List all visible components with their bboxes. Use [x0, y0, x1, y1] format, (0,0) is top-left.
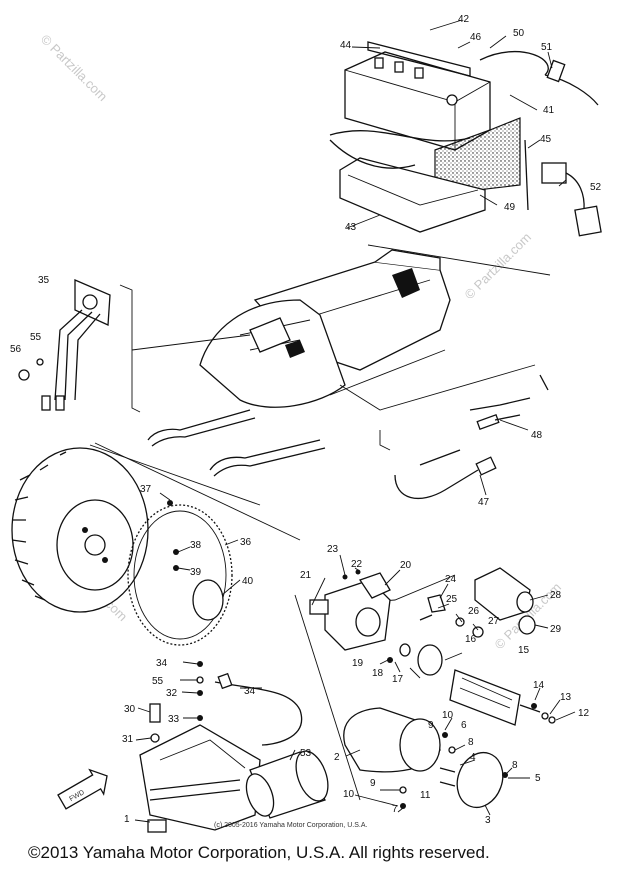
part-number: 33: [168, 714, 180, 725]
part-number: 4: [470, 752, 476, 763]
part-number: 47: [478, 497, 490, 508]
snowmobile-body: [147, 244, 551, 477]
part-number: 34: [156, 658, 168, 669]
part-number: 53: [300, 748, 312, 759]
part-number: 43: [345, 222, 357, 233]
part-number: 2: [334, 752, 340, 763]
part-number: 6: [461, 720, 467, 731]
part-number: 9: [428, 720, 434, 731]
part-number: 32: [166, 688, 178, 699]
starter-exploded: [294, 554, 576, 816]
part-number: 34: [244, 686, 256, 697]
part-number: 10: [442, 710, 454, 721]
flywheel-assembly: [11, 442, 301, 646]
part-number: 55: [30, 332, 42, 343]
inner-copyright: (c) 2005-2016 Yamaha Motor Corporation, …: [214, 822, 367, 829]
part-number: 46: [470, 32, 482, 43]
part-number: 41: [543, 105, 555, 116]
part-number: 14: [533, 680, 545, 691]
part-number: 7: [392, 804, 398, 815]
part-number: 11: [420, 790, 431, 801]
part-number: 44: [340, 40, 352, 51]
part-number: 5: [535, 773, 541, 784]
watermark: © Partzilla.com: [462, 230, 535, 303]
part-number: 29: [550, 624, 562, 635]
part-number: 50: [513, 28, 525, 39]
part-number: 48: [531, 430, 543, 441]
part-number: 35: [38, 275, 50, 286]
forward-arrow-icon: FWD: [57, 768, 108, 810]
part-number: 31: [122, 734, 134, 745]
copyright-footer: ©2013 Yamaha Motor Corporation, U.S.A. A…: [28, 843, 490, 862]
part-number: 42: [458, 14, 470, 25]
part-number: 8: [512, 760, 518, 771]
ignition-switch-group: [18, 279, 251, 413]
starter-motor: [134, 661, 329, 833]
watermark: © Partzilla.com: [38, 32, 111, 105]
part-number: 12: [578, 708, 590, 719]
part-number: 36: [240, 537, 252, 548]
part-number: 13: [560, 692, 572, 703]
part-number: 56: [10, 344, 22, 355]
part-number: 16: [465, 634, 477, 645]
part-number: 24: [445, 574, 457, 585]
part-number: 3: [485, 815, 491, 826]
sensor-group: [339, 364, 549, 499]
part-number: 18: [372, 668, 384, 679]
part-number: 15: [518, 645, 530, 656]
part-number: 21: [300, 570, 312, 581]
part-number: 28: [550, 590, 562, 601]
part-number: 45: [540, 134, 552, 145]
part-number: 26: [468, 606, 480, 617]
part-number: 1: [124, 814, 130, 825]
part-number: 38: [190, 540, 202, 551]
part-number: 8: [468, 737, 474, 748]
part-number: 39: [190, 567, 202, 578]
part-number: 23: [327, 544, 339, 555]
battery-assembly: [329, 19, 602, 237]
part-number: 30: [124, 704, 136, 715]
part-number: 19: [352, 658, 364, 669]
part-number: 49: [504, 202, 516, 213]
part-number: 37: [140, 484, 152, 495]
part-number: 22: [351, 559, 363, 570]
part-number: 51: [541, 42, 553, 53]
part-number: 55: [152, 676, 164, 687]
part-number: 52: [590, 182, 602, 193]
part-number: 20: [400, 560, 412, 571]
part-number: 27: [488, 616, 500, 627]
part-number: 25: [446, 594, 458, 605]
part-number: 10: [343, 789, 355, 800]
part-number: 17: [392, 674, 404, 685]
part-number: 40: [242, 576, 254, 587]
part-number: 9: [370, 778, 376, 789]
